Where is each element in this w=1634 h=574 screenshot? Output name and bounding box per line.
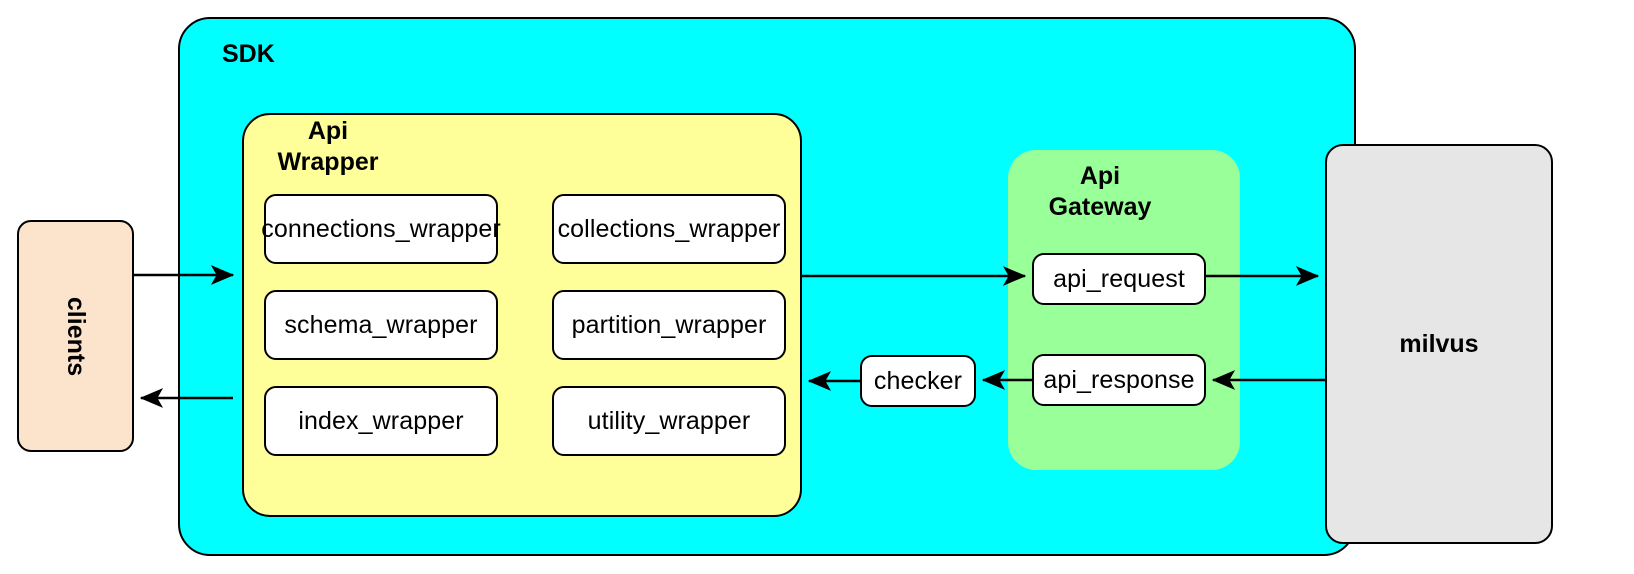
group-sdk-label: SDK	[222, 40, 275, 68]
group-api-gateway-label: Api Gateway	[1048, 162, 1152, 221]
group-api-wrapper-label: Api Wrapper	[277, 117, 379, 176]
node-clients-label: clients	[61, 296, 90, 376]
node-clients[interactable]: clients	[17, 220, 134, 452]
node-milvus[interactable]: milvus	[1325, 144, 1553, 544]
group-api-gateway[interactable]	[1008, 150, 1240, 470]
node-schema-wrapper[interactable]: schema_wrapper	[264, 290, 498, 360]
node-api-response[interactable]: api_response	[1032, 354, 1206, 406]
node-connections-wrapper[interactable]: connections_wrapper	[261, 194, 501, 264]
node-api-request[interactable]: api_request	[1032, 253, 1206, 305]
node-collections-wrapper[interactable]: collections_wrapper	[552, 194, 786, 264]
node-utility-wrapper[interactable]: utility_wrapper	[552, 386, 786, 456]
node-checker[interactable]: checker	[860, 355, 976, 407]
node-partition-wrapper[interactable]: partition_wrapper	[552, 290, 786, 360]
node-index-wrapper[interactable]: index_wrapper	[264, 386, 498, 456]
node-milvus-label: milvus	[1399, 329, 1479, 358]
